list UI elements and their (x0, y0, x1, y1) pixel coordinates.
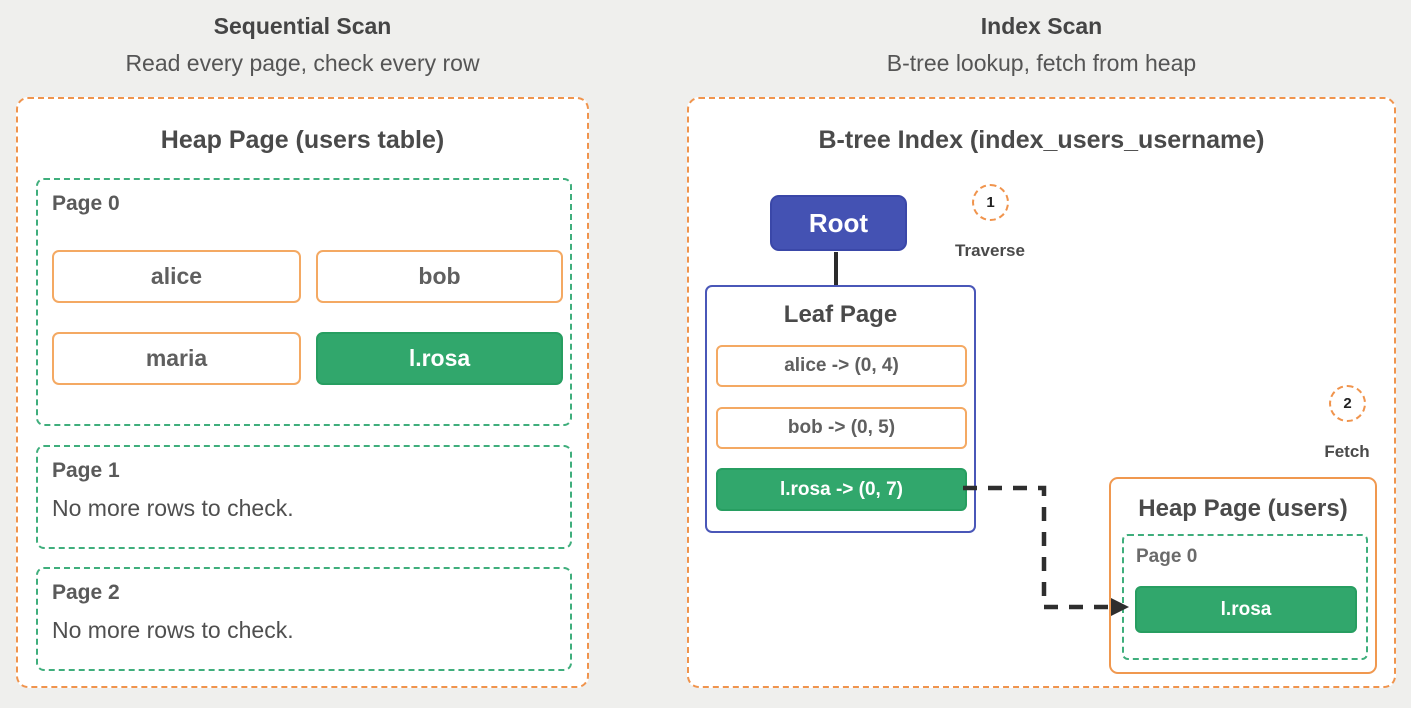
heap-row-maria: maria (52, 332, 301, 385)
leaf-row-alice: alice -> (0, 4) (716, 345, 967, 387)
btree-index-title: B-tree Index (index_users_username) (818, 126, 1265, 154)
heap-row-alice: alice (52, 250, 301, 303)
heap-page-2-box: Page 2 No more rows to check. (36, 567, 572, 671)
heap-row-lrosa-highlight: l.rosa (316, 332, 563, 385)
fetch-heap-row-lrosa: l.rosa (1135, 586, 1357, 633)
index-scan-title: Index Scan (980, 13, 1103, 39)
heap-page-1-label: Page 1 (52, 459, 120, 482)
sequential-scan-title: Sequential Scan (213, 13, 392, 39)
heap-page-1-box: Page 1 No more rows to check. (36, 445, 572, 549)
heap-page-1-text: No more rows to check. (52, 495, 294, 521)
step-2-number: 2 (1343, 395, 1352, 412)
sequential-scan-subtitle: Read every page, check every row (125, 50, 480, 76)
leaf-row-lrosa-highlight: l.rosa -> (0, 7) (716, 468, 967, 511)
btree-index-container: B-tree Index (index_users_username) Root… (687, 97, 1396, 688)
fetch-heap-page0-box: Page 0 l.rosa (1122, 534, 1368, 660)
leaf-page-title: Leaf Page (783, 301, 898, 328)
fetch-heap-page-title: Heap Page (users) (1138, 495, 1348, 522)
fetch-heap-page0-label: Page 0 (1136, 546, 1198, 567)
heap-page-2-text: No more rows to check. (52, 617, 294, 643)
step-1-number: 1 (986, 194, 995, 211)
heap-page-2-label: Page 2 (52, 581, 120, 604)
index-scan-subtitle: B-tree lookup, fetch from heap (886, 50, 1197, 76)
step-1-label: Traverse (955, 241, 1025, 260)
btree-root-node: Root (770, 195, 907, 251)
btree-leaf-page-box: Leaf Page alice -> (0, 4) bob -> (0, 5) … (705, 285, 976, 533)
leaf-row-bob: bob -> (0, 5) (716, 407, 967, 449)
step-2-circle: 2 (1329, 385, 1366, 422)
heap-page-0-box: Page 0 alice bob maria l.rosa (36, 178, 572, 426)
heap-row-bob: bob (316, 250, 563, 303)
heap-table-title: Heap Page (users table) (160, 126, 445, 154)
step-2-label: Fetch (1324, 442, 1370, 461)
fetch-heap-page-box: Heap Page (users) Page 0 l.rosa (1109, 477, 1377, 674)
heap-table-container: Heap Page (users table) Page 0 alice bob… (16, 97, 589, 688)
step-1-circle: 1 (972, 184, 1009, 221)
heap-page-0-label: Page 0 (52, 192, 120, 215)
